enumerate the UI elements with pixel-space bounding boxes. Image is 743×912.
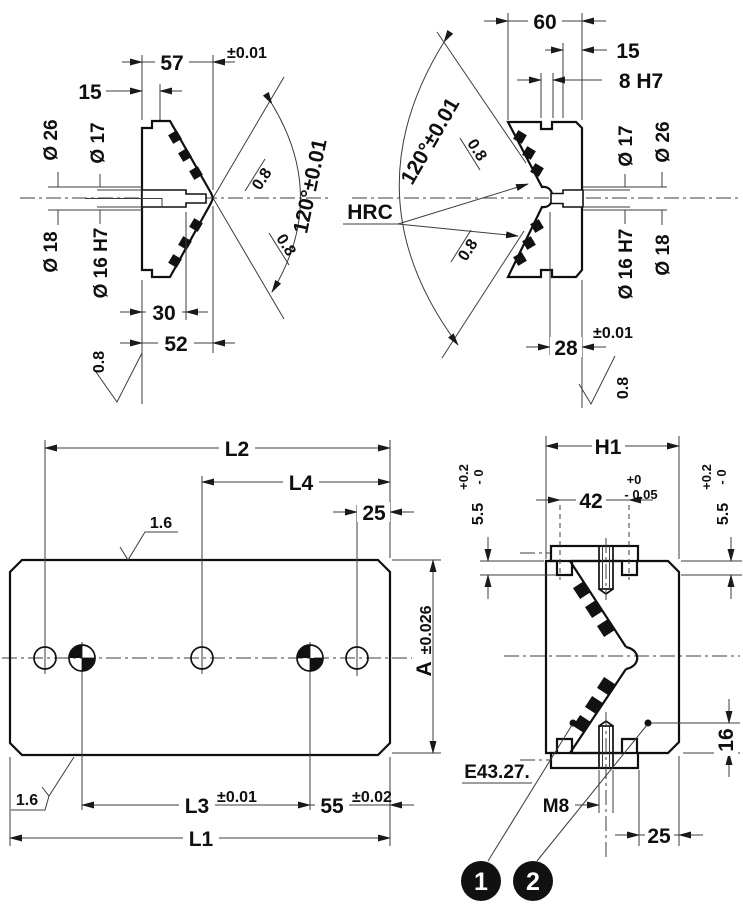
roughness-0.8-label: 0.8 [249, 165, 275, 193]
datum-target [296, 644, 324, 672]
carbide-insert-marks [573, 581, 615, 733]
dim-A-letter: A [413, 661, 436, 676]
dim-25-label: 25 [362, 502, 386, 525]
hrc-hardness-label: HRC [347, 201, 393, 224]
dim-H1-label: H1 [595, 436, 622, 459]
diameter-17-label: Ø 17 [616, 125, 637, 166]
tol-5.5-right-minus: - 0 [714, 469, 729, 484]
dim-L3-label: L3 [185, 795, 210, 818]
dim-8h7-label: 8 H7 [619, 70, 663, 93]
tol-5.5-left-minus: - 0 [471, 469, 486, 484]
hole [190, 646, 214, 670]
dim-28-label: 28 [554, 337, 578, 360]
carbide-insert-marks [513, 130, 544, 266]
tol-55-label: ±0.02 [352, 789, 392, 806]
m8-tapped-hole [598, 538, 614, 858]
diameter-18-label: Ø 18 [41, 231, 62, 272]
balloon-1-number: 1 [474, 868, 488, 896]
tol-A-label: ±0.026 [418, 605, 435, 654]
roughness-0.8-label: 0.8 [615, 377, 632, 399]
view-plan: L2 L4 25 1.6 1.6 A ±0.026 L3 ±0.01 55 ±0.… [2, 438, 441, 851]
tol-5.5-left-plus: +0.2 [456, 464, 471, 490]
dim-55-label: 55 [320, 795, 344, 818]
carbide-insert-marks [168, 130, 203, 268]
part-number-label: E43.27. [464, 762, 530, 783]
hole [33, 646, 57, 670]
angle-120-label: 120°±0.01 [397, 94, 465, 189]
thread-m8-label: M8 [543, 796, 569, 817]
diameter-16h7-label: Ø 16 H7 [91, 228, 112, 299]
tol-28-label: ±0.01 [593, 325, 633, 342]
tol-42-plus-label: +0 [627, 472, 642, 487]
balloon-2: 2 [513, 861, 553, 901]
roughness-0.8-label: 0.8 [463, 136, 489, 164]
view-vee-section: 60 15 8 H7 28 ±0.01 Ø 17 Ø 26 Ø 16 H7 Ø … [343, 11, 740, 408]
dim-L1-label: L1 [189, 828, 214, 851]
roughness-0.8-label: 0.8 [455, 236, 481, 264]
dim-60-label: 60 [533, 11, 556, 34]
view-cone-section: 57 ±0.01 15 30 52 Ø 26 Ø 17 Ø 18 Ø 16 H7… [20, 45, 332, 404]
dim-5.5-right-label: 5.5 [715, 503, 732, 525]
dim-15-label: 15 [78, 81, 102, 104]
roughness-1.6-label: 1.6 [150, 515, 172, 532]
dim-42-label: 42 [579, 490, 602, 513]
balloon-2-number: 2 [526, 868, 540, 896]
leader-dot [644, 719, 652, 727]
dim-16-label: 16 [715, 728, 738, 751]
dim-5.5-left-label: 5.5 [470, 503, 487, 525]
tol-57-label: ±0.01 [227, 45, 267, 62]
view-side: H1 42 +0 - 0.05 5.5 +0.2 - 0 5.5 +0.2 - … [456, 436, 742, 901]
roughness-1.6-label: 1.6 [16, 792, 38, 809]
hole [345, 646, 369, 670]
roughness-0.8-label: 0.8 [272, 231, 298, 259]
dim-L4-label: L4 [289, 472, 314, 495]
roughness-0.8-label: 0.8 [91, 351, 108, 373]
dim-15-label: 15 [616, 40, 640, 63]
clamp-strip [549, 544, 640, 770]
datum-target [68, 644, 96, 672]
tol-L3-label: ±0.01 [217, 789, 257, 806]
diameter-17-label: Ø 17 [88, 122, 109, 163]
diameter-18-label: Ø 18 [653, 234, 674, 275]
diameter-16h7-label: Ø 16 H7 [616, 229, 637, 300]
dim-57-label: 57 [160, 52, 183, 75]
tol-5.5-right-plus: +0.2 [699, 464, 714, 490]
tol-42-minus-label: - 0.05 [624, 487, 657, 502]
diameter-26-label: Ø 26 [41, 119, 62, 160]
dim-25-label: 25 [647, 825, 671, 848]
dim-52-label: 52 [164, 333, 187, 356]
dim-L2-label: L2 [225, 438, 250, 461]
dim-A-label: A ±0.026 [413, 605, 436, 676]
angle-120-label: 120°±0.01 [289, 137, 331, 236]
diameter-26-label: Ø 26 [653, 121, 674, 162]
balloon-1: 1 [461, 861, 501, 901]
dim-30-label: 30 [152, 302, 175, 325]
leader-dot [569, 719, 577, 727]
